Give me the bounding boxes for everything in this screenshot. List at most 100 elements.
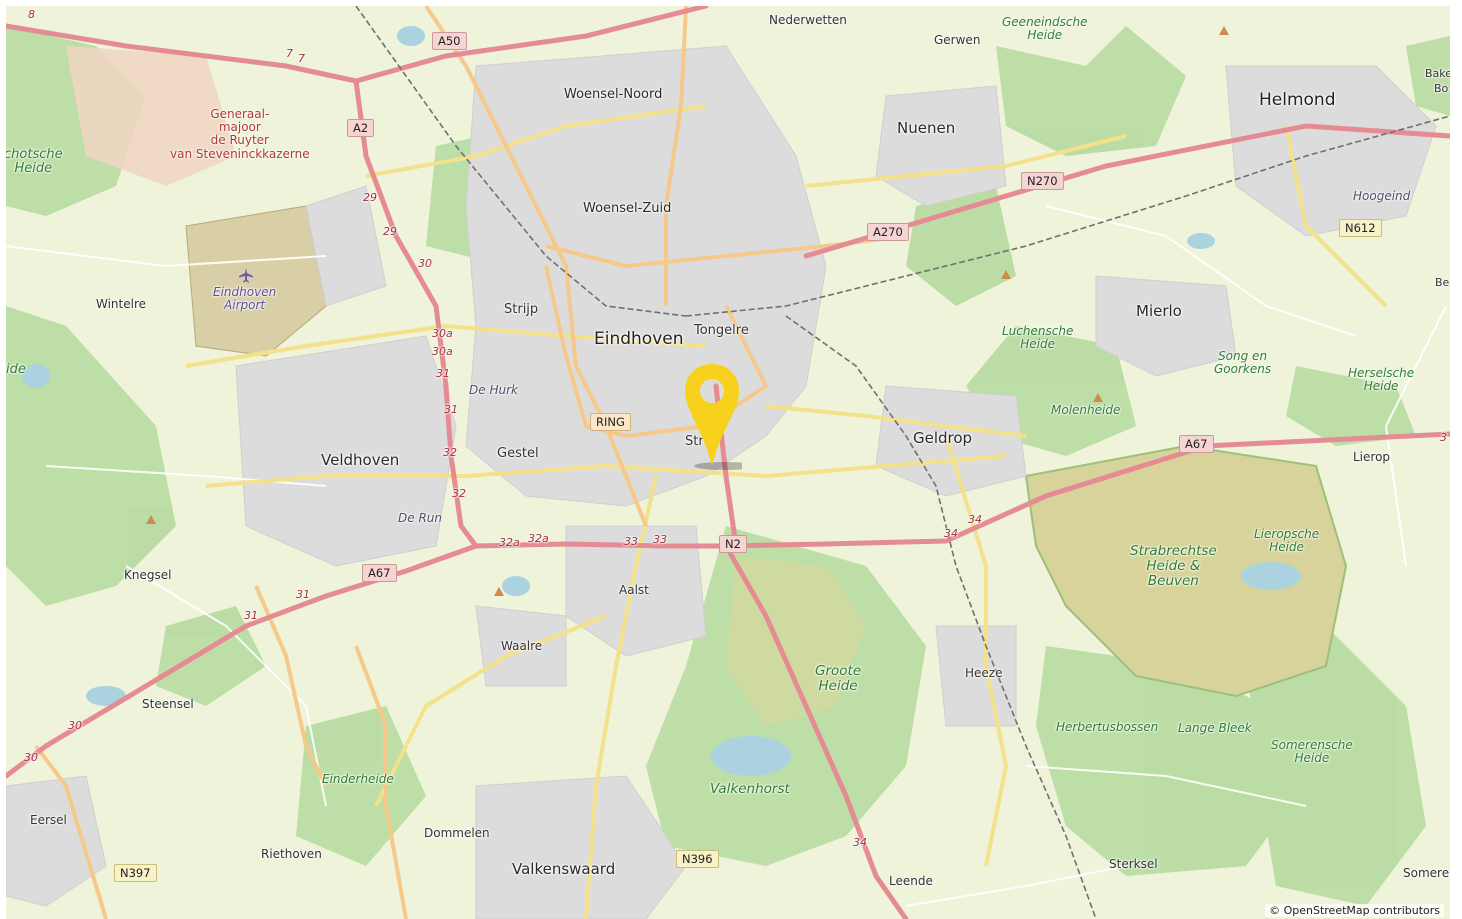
label-heeze: Heeze <box>965 666 1003 680</box>
label-riethoven: Riethoven <box>261 847 322 861</box>
label-line: Heide <box>818 677 858 694</box>
label-groote-heide: Groote Heide <box>815 664 861 694</box>
label-gerwen: Gerwen <box>934 33 981 47</box>
label-valkenhorst: Valkenhorst <box>710 781 790 797</box>
label-line: Heide <box>14 161 53 177</box>
label-song-en-goorkens: Song en Goorkens <box>1214 349 1272 377</box>
label-lieropsche-heide: Lieropsche Heide <box>1254 527 1320 555</box>
label-geldrop: Geldrop <box>913 429 973 447</box>
exit-label: 29 <box>363 191 377 204</box>
road-shield-a270: A270 <box>867 223 909 241</box>
exit-label: 30a <box>432 327 453 340</box>
label-line: Heide <box>1027 28 1063 43</box>
label-bakel-2: Bo <box>1434 82 1449 95</box>
label-line: Eindhoven <box>213 285 277 299</box>
map-base-layer <box>6 6 1450 919</box>
label-woensel-zuid: Woensel-Zuid <box>583 201 672 216</box>
label-eersel: Eersel <box>30 813 67 827</box>
label-ide: ide <box>6 362 26 377</box>
label-hoogeind: Hoogeind <box>1353 189 1411 203</box>
road-shield-a67-east: A67 <box>1179 435 1214 453</box>
peak-triangle-icon <box>494 587 504 596</box>
exit-label: 8 <box>28 8 35 21</box>
label-line: Beuven <box>1147 572 1199 589</box>
exit-label: 7 <box>286 47 293 60</box>
label-line: Strabrechtse <box>1130 543 1217 559</box>
label-woensel-noord: Woensel-Noord <box>564 87 663 102</box>
label-line: Heide <box>1294 751 1330 766</box>
label-herbertusbossen: Herbertusbossen <box>1056 720 1159 734</box>
label-wintelre: Wintelre <box>96 297 147 311</box>
label-steensel: Steensel <box>142 697 194 711</box>
exit-label: 31 <box>444 403 458 416</box>
label-strabrechtse-heide: Strabrechtse Heide & Beuven <box>1130 544 1217 589</box>
exit-label: 31 <box>244 609 258 622</box>
label-line: Heide <box>1020 337 1056 352</box>
label-line: Heide & <box>1146 557 1201 574</box>
label-molenheide: Molenheide <box>1051 403 1121 417</box>
label-aalst: Aalst <box>619 583 649 597</box>
label-line: Generaal- <box>210 107 270 121</box>
exit-label: 33 <box>624 535 638 548</box>
exit-label: 34 <box>968 513 982 526</box>
exit-label: 34 <box>853 836 867 849</box>
road-shield-n612: N612 <box>1339 219 1382 237</box>
label-nuenen: Nuenen <box>897 119 956 137</box>
label-dommelen: Dommelen <box>424 826 490 840</box>
label-line: Airport <box>224 298 266 313</box>
exit-label: 32a <box>528 532 549 545</box>
peak-triangle-icon <box>1001 270 1011 279</box>
label-leende: Leende <box>889 874 933 888</box>
peak-triangle-icon <box>146 515 156 524</box>
road-shield-n2: N2 <box>719 535 747 553</box>
label-helmond: Helmond <box>1259 90 1336 110</box>
label-geeneindsche-heide: Geeneindsche Heide <box>1002 15 1088 43</box>
label-line: van Steveninckkazerne <box>170 146 310 161</box>
label-waalre: Waalre <box>501 639 543 653</box>
exit-label: 30 <box>68 719 82 732</box>
map-view[interactable]: Eindhoven Helmond Veldhoven Geldrop Nuen… <box>6 6 1450 919</box>
road-shield-n396: N396 <box>676 850 719 868</box>
label-line: Heide <box>1363 379 1399 394</box>
label-line: Lieropsche <box>1254 527 1320 541</box>
map-pin-icon[interactable] <box>682 362 742 474</box>
label-eindhoven: Eindhoven <box>594 329 684 349</box>
exit-label: 7 <box>298 52 305 65</box>
label-schotsche-heide: chotsche Heide <box>6 147 63 177</box>
road-shield-n397: N397 <box>114 864 157 882</box>
road-shield-a2: A2 <box>347 119 375 137</box>
attribution[interactable]: © OpenStreetMap contributors <box>1265 904 1444 917</box>
label-line: majoor <box>218 120 261 135</box>
label-line: Groote <box>815 663 862 679</box>
label-military-barracks: Generaal- majoor de Ruyter van Steveninc… <box>170 107 310 161</box>
exit-label: 30 <box>24 751 38 764</box>
label-line: Goorkens <box>1214 362 1272 377</box>
label-beek: Be <box>1435 276 1450 289</box>
marker-shadow <box>694 462 742 470</box>
airplane-icon <box>239 268 253 283</box>
label-lierop: Lierop <box>1353 450 1391 464</box>
label-gestel: Gestel <box>497 446 539 461</box>
attribution-text: © OpenStreetMap contributors <box>1269 904 1440 917</box>
label-line: de Ruyter <box>210 133 269 148</box>
label-line: Heide <box>1269 540 1304 555</box>
exit-label: 32a <box>499 536 520 549</box>
peak-triangle-icon <box>1219 26 1229 35</box>
label-herselsche-heide: Herselsche Heide <box>1348 366 1414 394</box>
peak-triangle-icon <box>1093 393 1103 402</box>
label-valkenswaard: Valkenswaard <box>512 860 616 878</box>
label-tongelre: Tongelre <box>694 323 749 338</box>
exit-label: 31 <box>296 588 310 601</box>
exit-label: 30a <box>432 345 453 358</box>
label-sterksel: Sterksel <box>1109 857 1158 871</box>
exit-label: 29 <box>383 225 397 238</box>
label-somerensche-heide: Somerensche Heide <box>1271 738 1353 766</box>
label-strijp: Strijp <box>504 302 539 317</box>
label-line: chotsche <box>6 147 63 162</box>
label-line: Geeneindsche <box>1002 15 1088 29</box>
label-lange-bleek: Lange Bleek <box>1178 721 1252 735</box>
marker-body <box>685 364 739 466</box>
exit-label: 32 <box>452 487 466 500</box>
road-shield-a50: A50 <box>432 32 467 50</box>
label-knegsel: Knegsel <box>124 568 172 582</box>
